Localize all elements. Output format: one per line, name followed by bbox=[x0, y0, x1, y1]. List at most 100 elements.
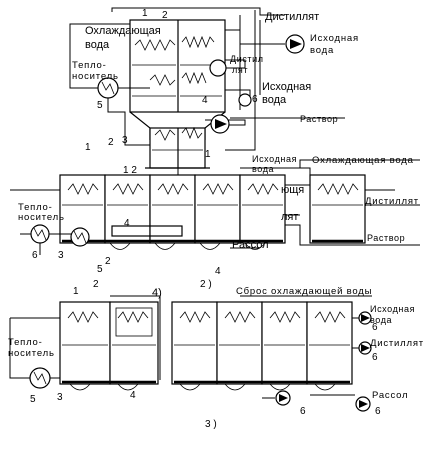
label-cooling-discharge: Сброс охлаждающей воды bbox=[236, 286, 372, 297]
arc-s3-1 bbox=[69, 383, 91, 391]
label-brine-2: Рассол bbox=[232, 239, 269, 251]
return-pipe bbox=[225, 105, 256, 151]
coil-s3-4 bbox=[224, 311, 256, 323]
scheme-2 bbox=[10, 159, 420, 255]
coil-mid-left bbox=[149, 74, 176, 86]
label-lyat: лят bbox=[232, 65, 248, 75]
label-lyat-2: лят bbox=[281, 211, 298, 223]
label-cooling-2: Охлаждающая вода bbox=[312, 155, 414, 166]
coil-s2-4 bbox=[202, 183, 234, 195]
callout-3: 3 bbox=[122, 135, 128, 146]
heater-coil-icon bbox=[73, 230, 87, 244]
pump-arrow-icon bbox=[359, 400, 368, 408]
label-fig4: 4) bbox=[152, 287, 162, 299]
label-solution-1: Раствор bbox=[300, 114, 338, 124]
coil-s2-5 bbox=[247, 183, 279, 195]
coil-low-left bbox=[154, 129, 176, 141]
label-teplo-2: Тепло- bbox=[18, 202, 53, 213]
callout-4: 4 bbox=[202, 95, 208, 106]
label-nositel-3: носитель bbox=[8, 348, 55, 359]
arc-s3-2 bbox=[117, 383, 139, 391]
callout-6: 6 bbox=[252, 94, 258, 105]
callout-1c: 1 bbox=[85, 142, 91, 153]
stage-3 bbox=[149, 174, 196, 244]
callout-12: 1 2 bbox=[123, 165, 137, 176]
label-distil: Дистил bbox=[230, 54, 264, 64]
pump-arrow-icon bbox=[279, 394, 288, 402]
label-voda-4: вода bbox=[370, 315, 392, 325]
coil-low-right bbox=[181, 126, 203, 140]
heater-s2-1 bbox=[30, 224, 50, 244]
stage-4 bbox=[194, 174, 241, 244]
coil-top-left bbox=[134, 39, 176, 51]
callout-3b: 3 bbox=[58, 250, 64, 261]
stage-5 bbox=[239, 174, 286, 244]
heater-coil-icon bbox=[33, 371, 47, 385]
heater-s2-2 bbox=[70, 227, 90, 247]
callout-2c: 2 bbox=[108, 137, 114, 148]
callout-3d: 3 bbox=[57, 392, 63, 403]
callout-2b: 2 bbox=[105, 256, 111, 267]
label-teplo-1: Тепло- bbox=[72, 60, 107, 71]
label-brine-3: Рассол bbox=[372, 390, 408, 401]
coil-s2-3 bbox=[157, 183, 189, 195]
label-fig3: 3 ) bbox=[205, 419, 217, 430]
coil-box-s3-2 bbox=[115, 307, 153, 337]
label-distillate-top: Дистиллят bbox=[265, 11, 319, 23]
heater-s3 bbox=[29, 367, 51, 389]
stage-s3-1 bbox=[59, 301, 111, 385]
callout-5b: 5 bbox=[97, 264, 103, 275]
inner-tray-s2 bbox=[111, 225, 183, 237]
label-solution-2: Раствор bbox=[367, 233, 405, 243]
label-voda-2: вода bbox=[262, 94, 287, 106]
scheme-3 bbox=[9, 295, 372, 412]
label-nositel-2: носитель bbox=[18, 212, 65, 223]
coil-s2-2 bbox=[112, 183, 144, 195]
heater-return bbox=[107, 98, 150, 146]
coil-s2-6 bbox=[317, 183, 359, 195]
label-voda-cooling-1: вода bbox=[85, 39, 110, 51]
label-cooling-1: Охлаждающая bbox=[85, 25, 161, 37]
distil-pipe bbox=[210, 59, 246, 69]
label-distillate-2: Дистиллят bbox=[365, 196, 419, 207]
coil-s2-1 bbox=[67, 183, 99, 195]
callout-4b: 4 bbox=[124, 218, 130, 229]
callout-5: 5 bbox=[97, 100, 103, 111]
coil-top-right bbox=[181, 35, 215, 49]
callout-6f: 6 bbox=[372, 322, 378, 333]
heater-pipe bbox=[69, 60, 98, 89]
callout-6d: 6 bbox=[300, 406, 306, 417]
arc-s2-2 bbox=[154, 242, 176, 250]
cooling-top-s2 bbox=[299, 159, 420, 168]
callout-4c: 4 bbox=[215, 266, 221, 277]
callout-4d: 4 bbox=[130, 390, 136, 401]
label-ishod-4: Исходная bbox=[370, 304, 415, 314]
label-voda-1: вода bbox=[310, 45, 334, 56]
coil-s3-5 bbox=[269, 311, 301, 323]
callout-1d: 1 bbox=[73, 286, 79, 297]
feed-pipe-left bbox=[69, 23, 130, 60]
solution-out-s2 bbox=[285, 224, 420, 246]
callout-1b: 1 bbox=[205, 149, 211, 160]
stage-s3-4 bbox=[216, 301, 263, 385]
stage-s3-2 bbox=[109, 301, 159, 385]
labels: Дистиллят Исходная вода Охлаждающая вода… bbox=[8, 8, 423, 430]
label-ishod-2: Исходная bbox=[262, 81, 311, 93]
callout-6g: 6 bbox=[372, 352, 378, 363]
label-voda-3: вода bbox=[252, 164, 274, 174]
pump-arrow-icon bbox=[361, 344, 370, 352]
label-yushch: ющя bbox=[281, 184, 304, 196]
label-teplo-3: Тепло- bbox=[8, 337, 43, 348]
arc-s2-1 bbox=[109, 242, 131, 250]
heater-coil-icon bbox=[101, 81, 115, 95]
heater-coil-icon bbox=[33, 227, 47, 241]
label-fig2: 2 ) bbox=[200, 279, 212, 290]
feed-in-s2 bbox=[240, 167, 311, 175]
arc-s3-4 bbox=[224, 383, 246, 391]
callout-1: 1 bbox=[142, 8, 148, 19]
pump-arrow-icon bbox=[290, 39, 302, 49]
stage-s3-6 bbox=[306, 301, 353, 385]
heat-carrier-loop-s3 bbox=[9, 318, 30, 379]
coil-s3-3 bbox=[179, 311, 211, 323]
